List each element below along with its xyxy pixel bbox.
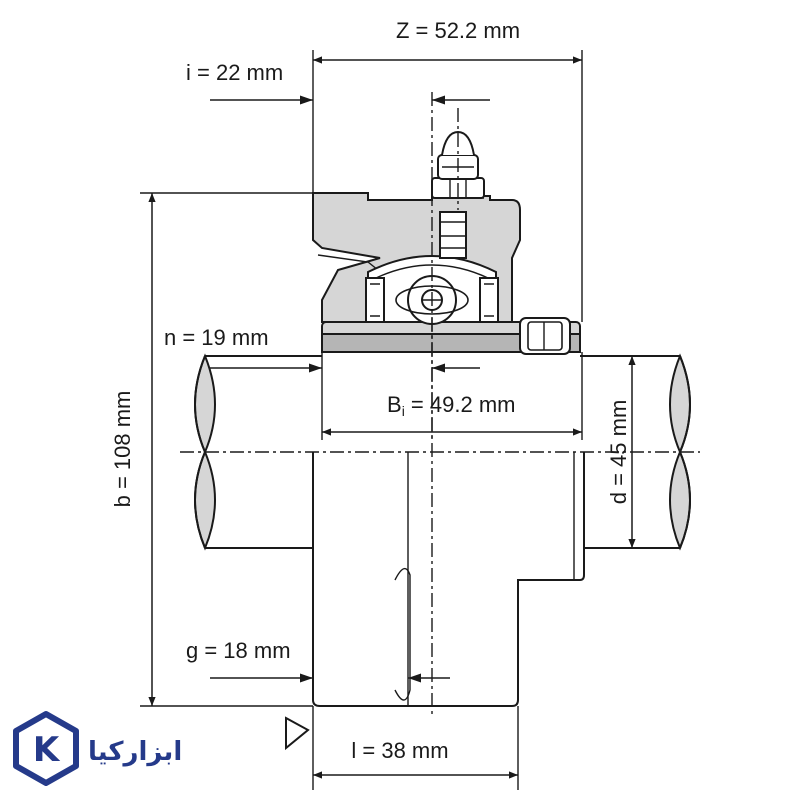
label-bi-prefix: B — [387, 392, 402, 417]
logo-letter: K — [33, 730, 61, 770]
bearing-insert — [365, 255, 499, 325]
label-bi: Bi = 49.2 mm — [387, 392, 515, 419]
logo-badge-icon — [13, 711, 79, 786]
label-z: Z = 52.2 mm — [396, 18, 520, 43]
label-b: b = 108 mm — [110, 391, 135, 508]
dimension-lines — [148, 56, 636, 779]
label-l: l = 38 mm — [351, 738, 448, 763]
logo: K ابزارکیا — [13, 711, 182, 786]
centre-lines — [180, 92, 700, 453]
inner-ring — [312, 318, 585, 714]
shaft — [194, 353, 691, 551]
logo-text: ابزارکیا — [88, 737, 182, 767]
set-screw — [519, 317, 571, 355]
label-bi-value: = 49.2 mm — [405, 392, 516, 417]
label-d: d = 45 mm — [606, 400, 631, 505]
label-n: n = 19 mm — [164, 325, 269, 350]
label-i: i = 22 mm — [186, 60, 283, 85]
dimension-labels: Z = 52.2 mm i = 22 mm n = 19 mm Bi = 49.… — [110, 18, 631, 763]
extension-lines — [140, 50, 646, 790]
label-g: g = 18 mm — [186, 638, 291, 663]
label-bi-subscript: i — [402, 403, 405, 419]
reference-triangle — [285, 716, 310, 751]
